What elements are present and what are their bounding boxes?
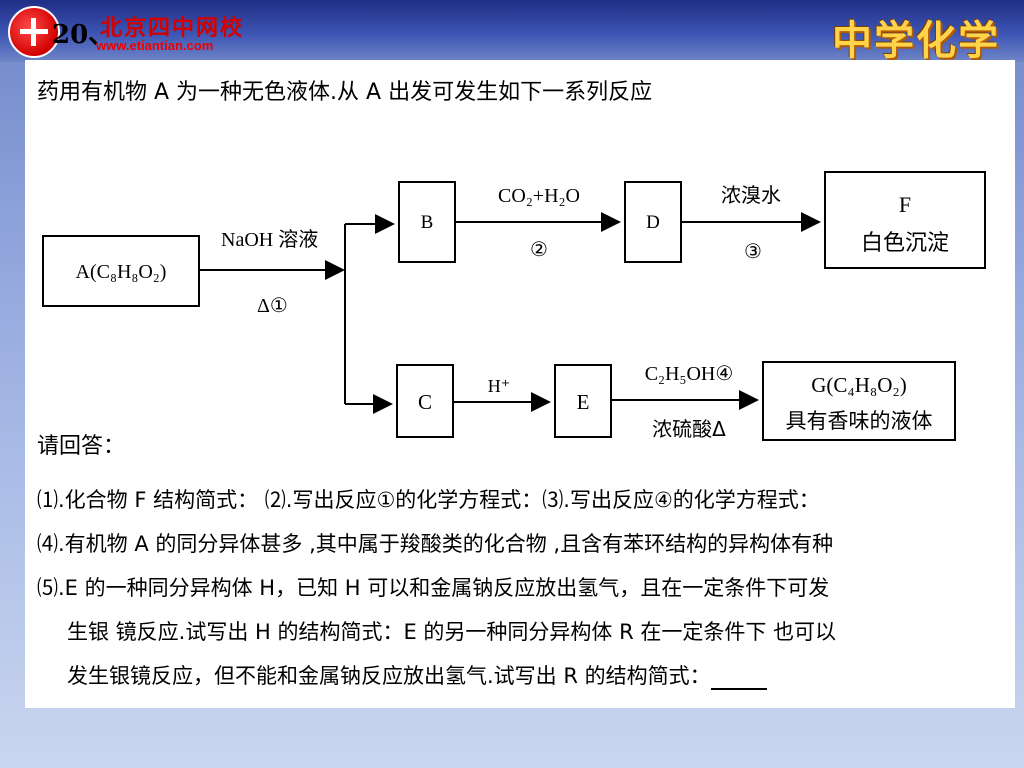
box-e <box>554 364 612 438</box>
header-bar: 20、 北京四中网校 www.etiantian.com 中学化学 <box>0 0 1024 64</box>
label-b: B <box>421 212 434 233</box>
question-5-line-3: 发生银镜反应，但不能和金属钠反应放出氢气.试写出 R 的结构简式： <box>67 664 711 688</box>
question-card: 药用有机物 A 为一种无色液体.从 A 出发可发生如下一系列反应 A(C₈H₈O… <box>25 60 1015 708</box>
cond-step3-top: 浓溴水 <box>721 183 781 207</box>
label-g-2: 具有香味的液体 <box>786 409 933 433</box>
school-name: 北京四中网校 <box>100 15 245 41</box>
school-url: www.etiantian.com <box>96 38 214 53</box>
label-c: C <box>418 390 432 414</box>
label-e: E <box>577 390 590 414</box>
label-d: D <box>646 212 660 233</box>
intro-text: 药用有机物 A 为一种无色液体.从 A 出发可发生如下一系列反应 <box>37 80 653 105</box>
cond-step1-top: NaOH 溶液 <box>221 228 318 251</box>
box-g <box>762 361 956 441</box>
box-a <box>42 235 200 307</box>
question-5-line-1: ⑸.E 的一种同分异构体 H，已知 H 可以和金属钠反应放出氢气，且在一定条件下… <box>37 576 830 600</box>
cond-step4-bottom: 浓硫酸Δ <box>652 417 726 441</box>
cond-step4-top: C₂H₅OH④ <box>645 363 734 385</box>
box-f <box>824 171 986 269</box>
label-a: A(C₈H₈O₂) <box>76 261 167 283</box>
cond-step2-top: CO₂+H₂O <box>498 185 580 207</box>
box-b <box>398 181 456 263</box>
answer-blank[interactable] <box>710 666 767 690</box>
box-c <box>396 364 454 438</box>
label-f-1: F <box>899 192 911 217</box>
question-1-3: ⑴.化合物 F 结构简式： ⑵.写出反应①的化学方程式：⑶.写出反应④的化学方程… <box>37 488 820 512</box>
question-5-line-3-wrap: 发生银镜反应，但不能和金属钠反应放出氢气.试写出 R 的结构简式： <box>67 660 767 690</box>
school-logo-icon <box>8 6 60 58</box>
cond-ce-top: H⁺ <box>488 376 511 396</box>
label-g-1: G(C₄H₈O₂) <box>811 373 906 397</box>
question-5-line-2: 生银 镜反应.试写出 H 的结构简式：E 的另一种同分异构体 R 在一定条件下 … <box>67 620 837 644</box>
label-f-2: 白色沉淀 <box>861 231 949 256</box>
question-4: ⑷.有机物 A 的同分异体甚多 ,其中属于羧酸类的化合物 ,且含有苯环结构的异构… <box>37 532 834 556</box>
answer-prompt: 请回答： <box>37 434 126 459</box>
brand-title: 中学化学 <box>832 17 1000 64</box>
reaction-diagram: A(C₈H₈O₂) B D F 白色沉淀 C E G(C₄H₈O₂) 具有香味的… <box>42 171 986 441</box>
cond-step3-bottom: ③ <box>744 241 762 263</box>
cond-step2-bottom: ② <box>530 239 548 261</box>
slide-number: 20、 <box>52 20 115 50</box>
cond-step1-bottom: Δ① <box>257 295 288 317</box>
